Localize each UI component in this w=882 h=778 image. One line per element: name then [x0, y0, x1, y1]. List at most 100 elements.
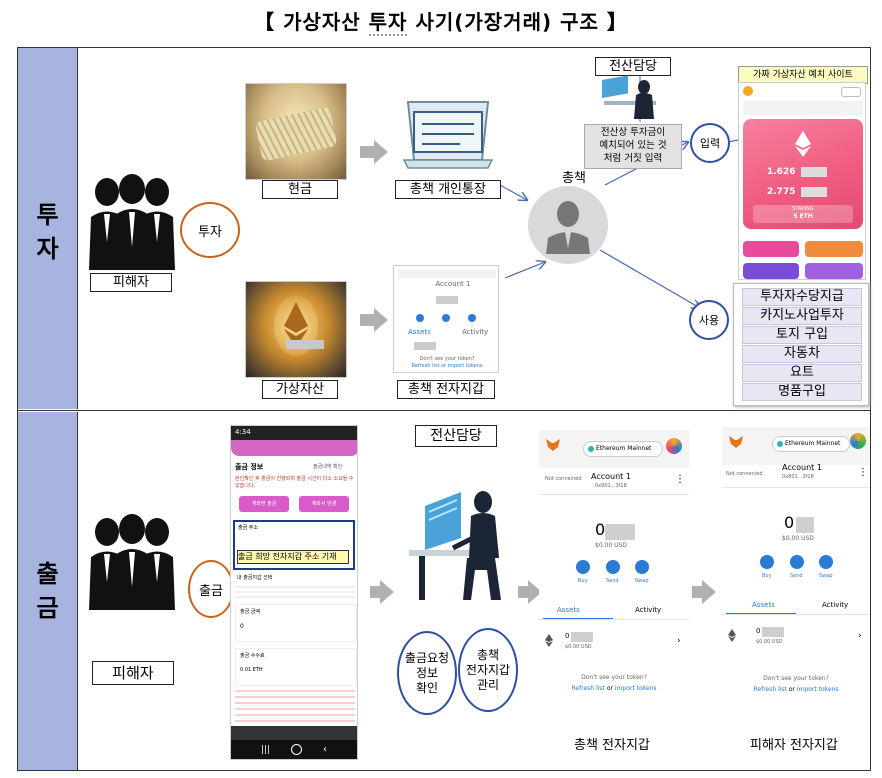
bankbook-icon [402, 101, 494, 169]
fake-site-account-bar [743, 101, 863, 115]
mm-token-usd: $0.00 USD [565, 644, 592, 650]
mm2-import-link[interactable]: import tokens [796, 686, 839, 693]
wallet-redaction [436, 296, 458, 304]
victims-group-icon-withdraw [89, 514, 175, 610]
section-title-withdraw: 출 금 [36, 560, 59, 622]
mm2-refresh-link[interactable]: Refresh list [753, 686, 787, 693]
mm-assets-tab[interactable]: Assets [557, 606, 580, 614]
phone-btn-change[interactable]: 계좌서 변경 [299, 496, 349, 512]
phone-status-bar: 4:34 [231, 426, 357, 440]
nav-home-icon[interactable] [291, 744, 302, 755]
mm2-account-name: Account 1 [782, 463, 822, 472]
mm2-network-select[interactable]: Ethereum Mainnet [772, 436, 850, 452]
fake-site-lang-select [841, 87, 861, 97]
mm-balance: 0 [595, 520, 606, 539]
boss-wallet-label: 총책 전자지갑 [574, 738, 650, 753]
mm2-swap-label: Swap [819, 573, 833, 579]
mm-balance-redaction [605, 524, 635, 540]
crypto-label: 가상자산 [262, 380, 338, 399]
page-title: 【 가상자산 투자 사기(가장거래) 구조 】 [0, 6, 882, 36]
diagram-frame [17, 47, 871, 771]
fake-button-4[interactable] [805, 263, 863, 279]
mm-swap-icon[interactable] [635, 560, 649, 574]
mm-token-chevron-icon[interactable]: › [677, 636, 681, 646]
mm2-network-label: Ethereum Mainnet [785, 440, 841, 447]
mm-divider [539, 494, 689, 495]
fake-button-3[interactable] [743, 263, 799, 279]
boss-metamask-screen: Ethereum Mainnet Not connected Account 1… [539, 430, 689, 700]
mm-not-connected: Not connected [545, 476, 582, 482]
mm-buy-icon[interactable] [576, 560, 590, 574]
fake-balance-card: 1.626 2.775 STAKING 5 ETH [743, 119, 863, 229]
mm2-assets-tab[interactable]: Assets [752, 601, 775, 609]
mm2-token-chevron-icon[interactable]: › [858, 631, 862, 641]
wallet-assets-tab: Assets [408, 328, 431, 336]
mm2-activity-tab[interactable]: Activity [822, 601, 849, 609]
mm-menu-icon[interactable]: ⋮ [675, 474, 685, 485]
section-divider [17, 410, 871, 411]
mm2-send-label: Send [790, 573, 803, 579]
mm-eth-icon [545, 634, 553, 647]
mm-tab-divider [539, 619, 689, 620]
nav-recent-icon[interactable]: ||| [261, 745, 271, 755]
boss-person-icon [546, 201, 590, 254]
use-circle: 사용 [689, 300, 729, 340]
phone-notes [235, 690, 355, 724]
victim-metamask-screen: Ethereum Mainnet Not connected Account 1… [722, 427, 870, 697]
use-item-car: 자동차 [742, 345, 862, 363]
mm-refresh-link[interactable]: Refresh list [571, 685, 605, 692]
mm-send-icon[interactable] [606, 560, 620, 574]
nav-back-icon[interactable]: ‹ [323, 744, 327, 755]
phone-address-box: 출금 주소 출금 희망 전자지갑 주소 기재 [233, 520, 355, 570]
mm2-send-icon[interactable] [790, 555, 804, 569]
mm2-tab-underline [726, 613, 796, 614]
mm-import-link[interactable]: import tokens [614, 685, 657, 692]
it-worker-large-icon [409, 491, 501, 600]
phone-address-input[interactable]: 출금 희망 전자지갑 주소 기재 [237, 550, 349, 564]
network-dot-icon [588, 446, 594, 452]
crypto-photo [245, 281, 347, 378]
it-label-withdraw: 전산담당 [415, 425, 497, 447]
boss-label: 총책 [562, 171, 586, 186]
mm-buy-label: Buy [578, 578, 588, 584]
ethereum-icon [284, 302, 308, 348]
mm2-buy-icon[interactable] [760, 555, 774, 569]
buy-icon [416, 314, 424, 322]
mm2-swap-icon[interactable] [819, 555, 833, 569]
phone-option[interactable]: 내 출금지갑 선택 [237, 575, 273, 581]
mm2-token-usd: $0.00 USD [756, 639, 783, 645]
mm-tab-underline [543, 618, 613, 619]
fake-site-logo-icon [743, 86, 753, 96]
fake-button-2[interactable] [805, 241, 863, 257]
use-item-yacht: 요트 [742, 364, 862, 382]
fake-button-1[interactable] [743, 241, 799, 257]
phone-btn-withdraw[interactable]: 계좌번 출금 [239, 496, 289, 512]
use-item-luxury: 명품구입 [742, 383, 862, 401]
fake-balance-redaction-1 [801, 167, 827, 177]
mm-footer-links: Refresh list or import tokens [539, 685, 689, 692]
phone-info-lines [235, 586, 355, 600]
it-label-invest: 전산담당 [595, 57, 671, 76]
mm2-account-avatar[interactable] [850, 433, 866, 449]
title-word-2: 투자 [368, 10, 408, 36]
use-item-allowance: 투자자수당지급 [742, 288, 862, 306]
mm-swap-label: Swap [635, 578, 649, 584]
fake-staking-box: STAKING 5 ETH [753, 205, 853, 223]
phone-header-link[interactable]: 출금내역 확인 [313, 464, 343, 470]
wallet-account: Account 1 [435, 280, 471, 288]
banknotes-shape [254, 106, 338, 162]
boss-avatar [528, 186, 608, 264]
mm-account-avatar[interactable] [666, 438, 682, 454]
mm-account-name: Account 1 [591, 472, 631, 481]
check-request-circle: 출금요청 정보 확인 [397, 631, 457, 715]
invest-circle: 투자 [180, 202, 240, 258]
mm2-menu-icon[interactable]: ⋮ [858, 467, 868, 478]
mm2-balance-redaction [796, 517, 814, 533]
mm-network-select[interactable]: Ethereum Mainnet [583, 441, 663, 457]
boss-wallet-screenshot-small: Account 1 Assets Activity Don't see your… [393, 265, 499, 373]
phone-warning: 본인확인 후 출금이 진행되며 출금 시간이 다소 소요될 수 있습니다. [235, 476, 354, 489]
wallet-token-redaction [414, 342, 436, 350]
mm2-eth-icon [728, 629, 736, 642]
phone-amount-value: 0 [240, 623, 244, 630]
mm-activity-tab[interactable]: Activity [635, 606, 662, 614]
